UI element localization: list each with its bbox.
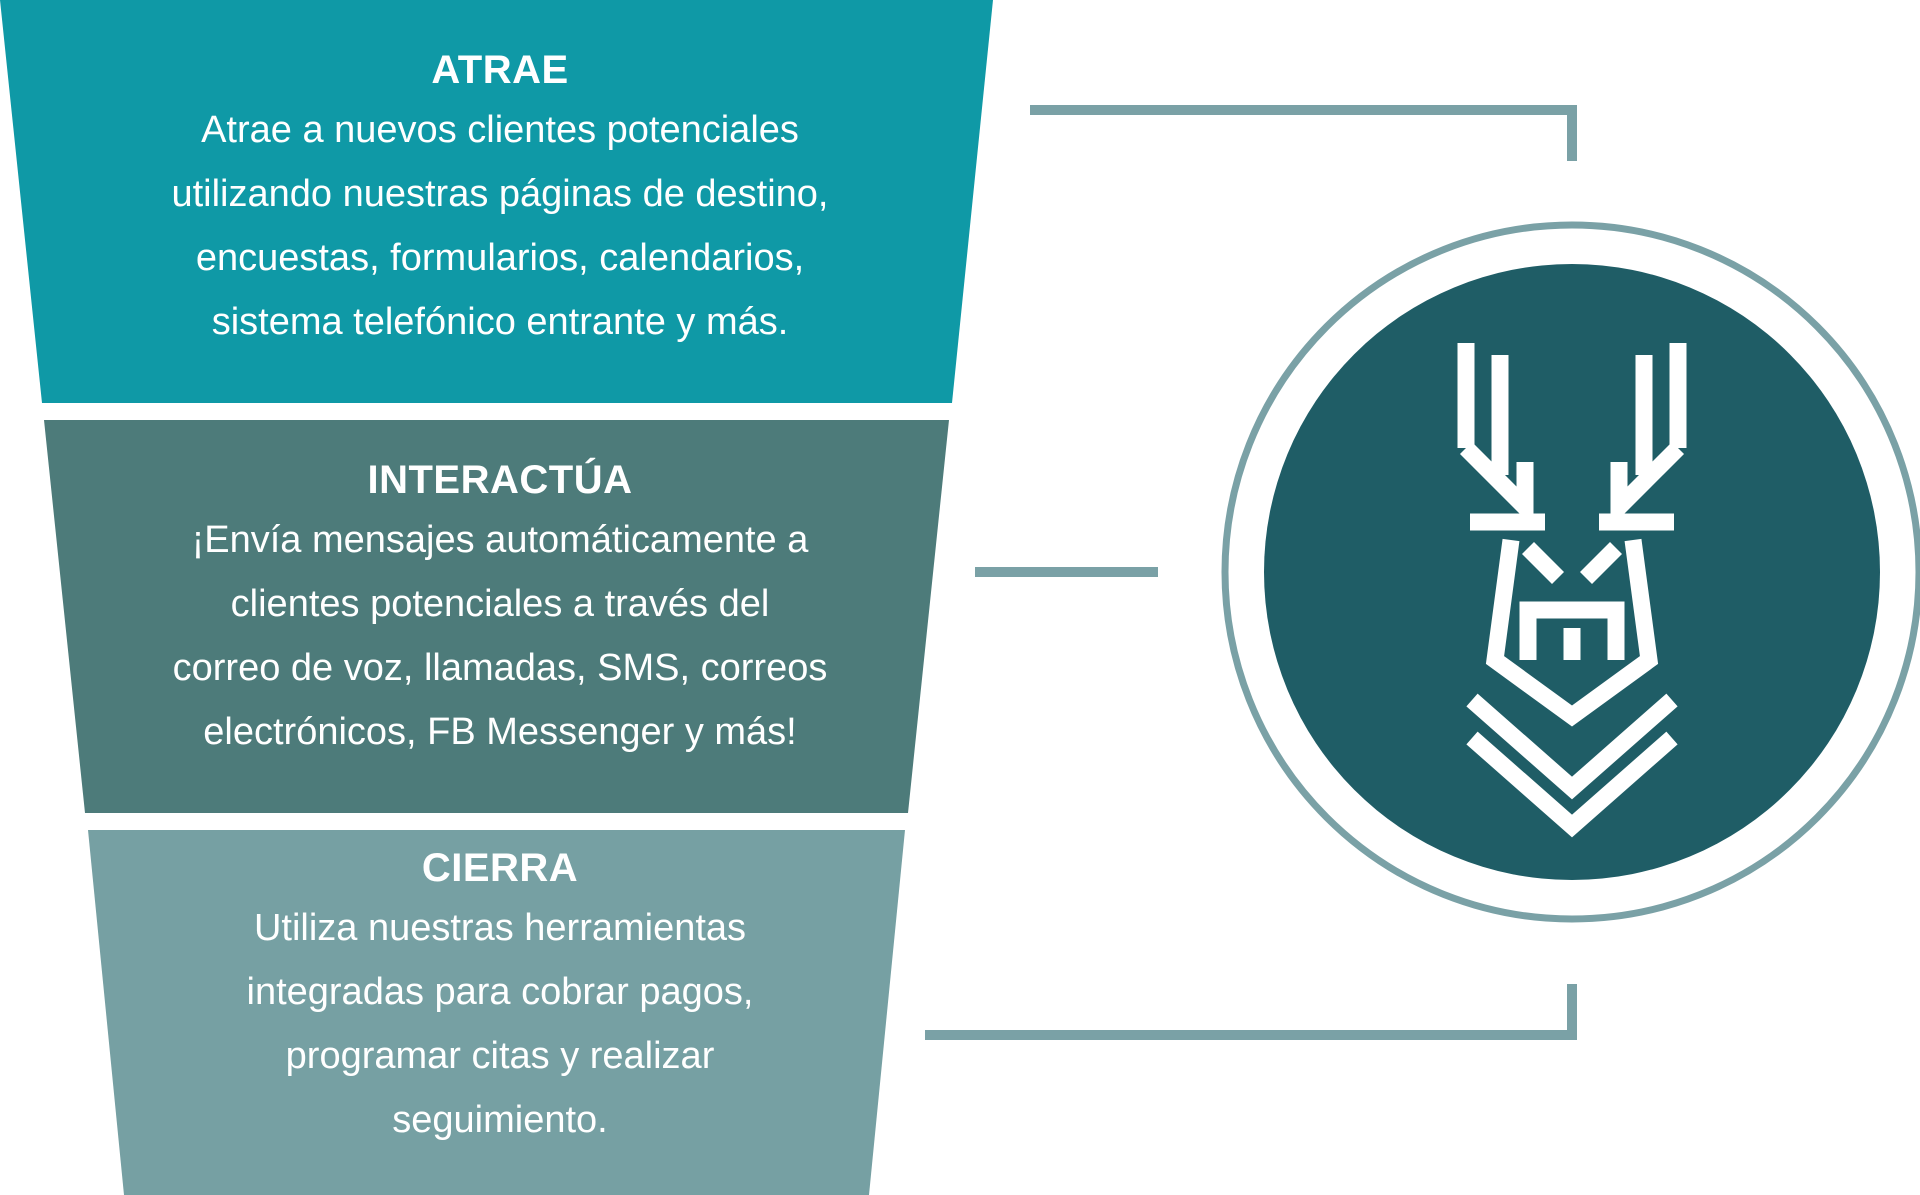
connector-attract [1030,105,1577,161]
stage-attract-shape [0,0,993,403]
stage-close-line: Utiliza nuestras herramientas [253,907,747,949]
stage-interact-title: INTERACTÚA [367,458,633,502]
stage-attract-line: encuestas, formularios, calendarios, [195,237,805,279]
stage-attract-line: sistema telefónico entrante y más. [211,301,789,343]
stage-close: CIERRA Utiliza nuestras herramientas int… [60,840,940,1152]
connector-close [925,984,1577,1040]
stage-interact-line: clientes potenciales a través del [230,583,770,625]
stage-close-line: integradas para cobrar pagos, [246,971,754,1013]
deer-head-icon [1457,343,1687,838]
stage-interact-description: ¡Envía mensajes automáticamente a client… [60,508,940,764]
stage-close-line: programar citas y realizar [285,1035,715,1077]
stage-attract-line: utilizando nuestras páginas de destino, [171,173,829,215]
stage-close-line: seguimiento. [392,1099,608,1141]
stage-close-shape [88,830,905,1195]
stage-interact-line: correo de voz, llamadas, SMS, correos [172,647,828,689]
stage-interact-shape [44,420,949,813]
stage-attract-description: Atrae a nuevos clientes potenciales util… [60,98,940,354]
stage-attract-line: Atrae a nuevos clientes potenciales [201,109,799,151]
logo-circle [1264,264,1880,880]
stage-close-title: CIERRA [421,846,579,890]
stage-close-description: Utiliza nuestras herramientas integradas… [60,896,940,1152]
stage-interact: INTERACTÚA ¡Envía mensajes automáticamen… [60,452,940,764]
stage-attract-title: ATRAE [431,48,569,92]
stage-attract: ATRAE Atrae a nuevos clientes potenciale… [60,42,940,354]
stage-interact-line: ¡Envía mensajes automáticamente a [191,519,809,561]
stage-interact-line: electrónicos, FB Messenger y más! [203,711,797,753]
